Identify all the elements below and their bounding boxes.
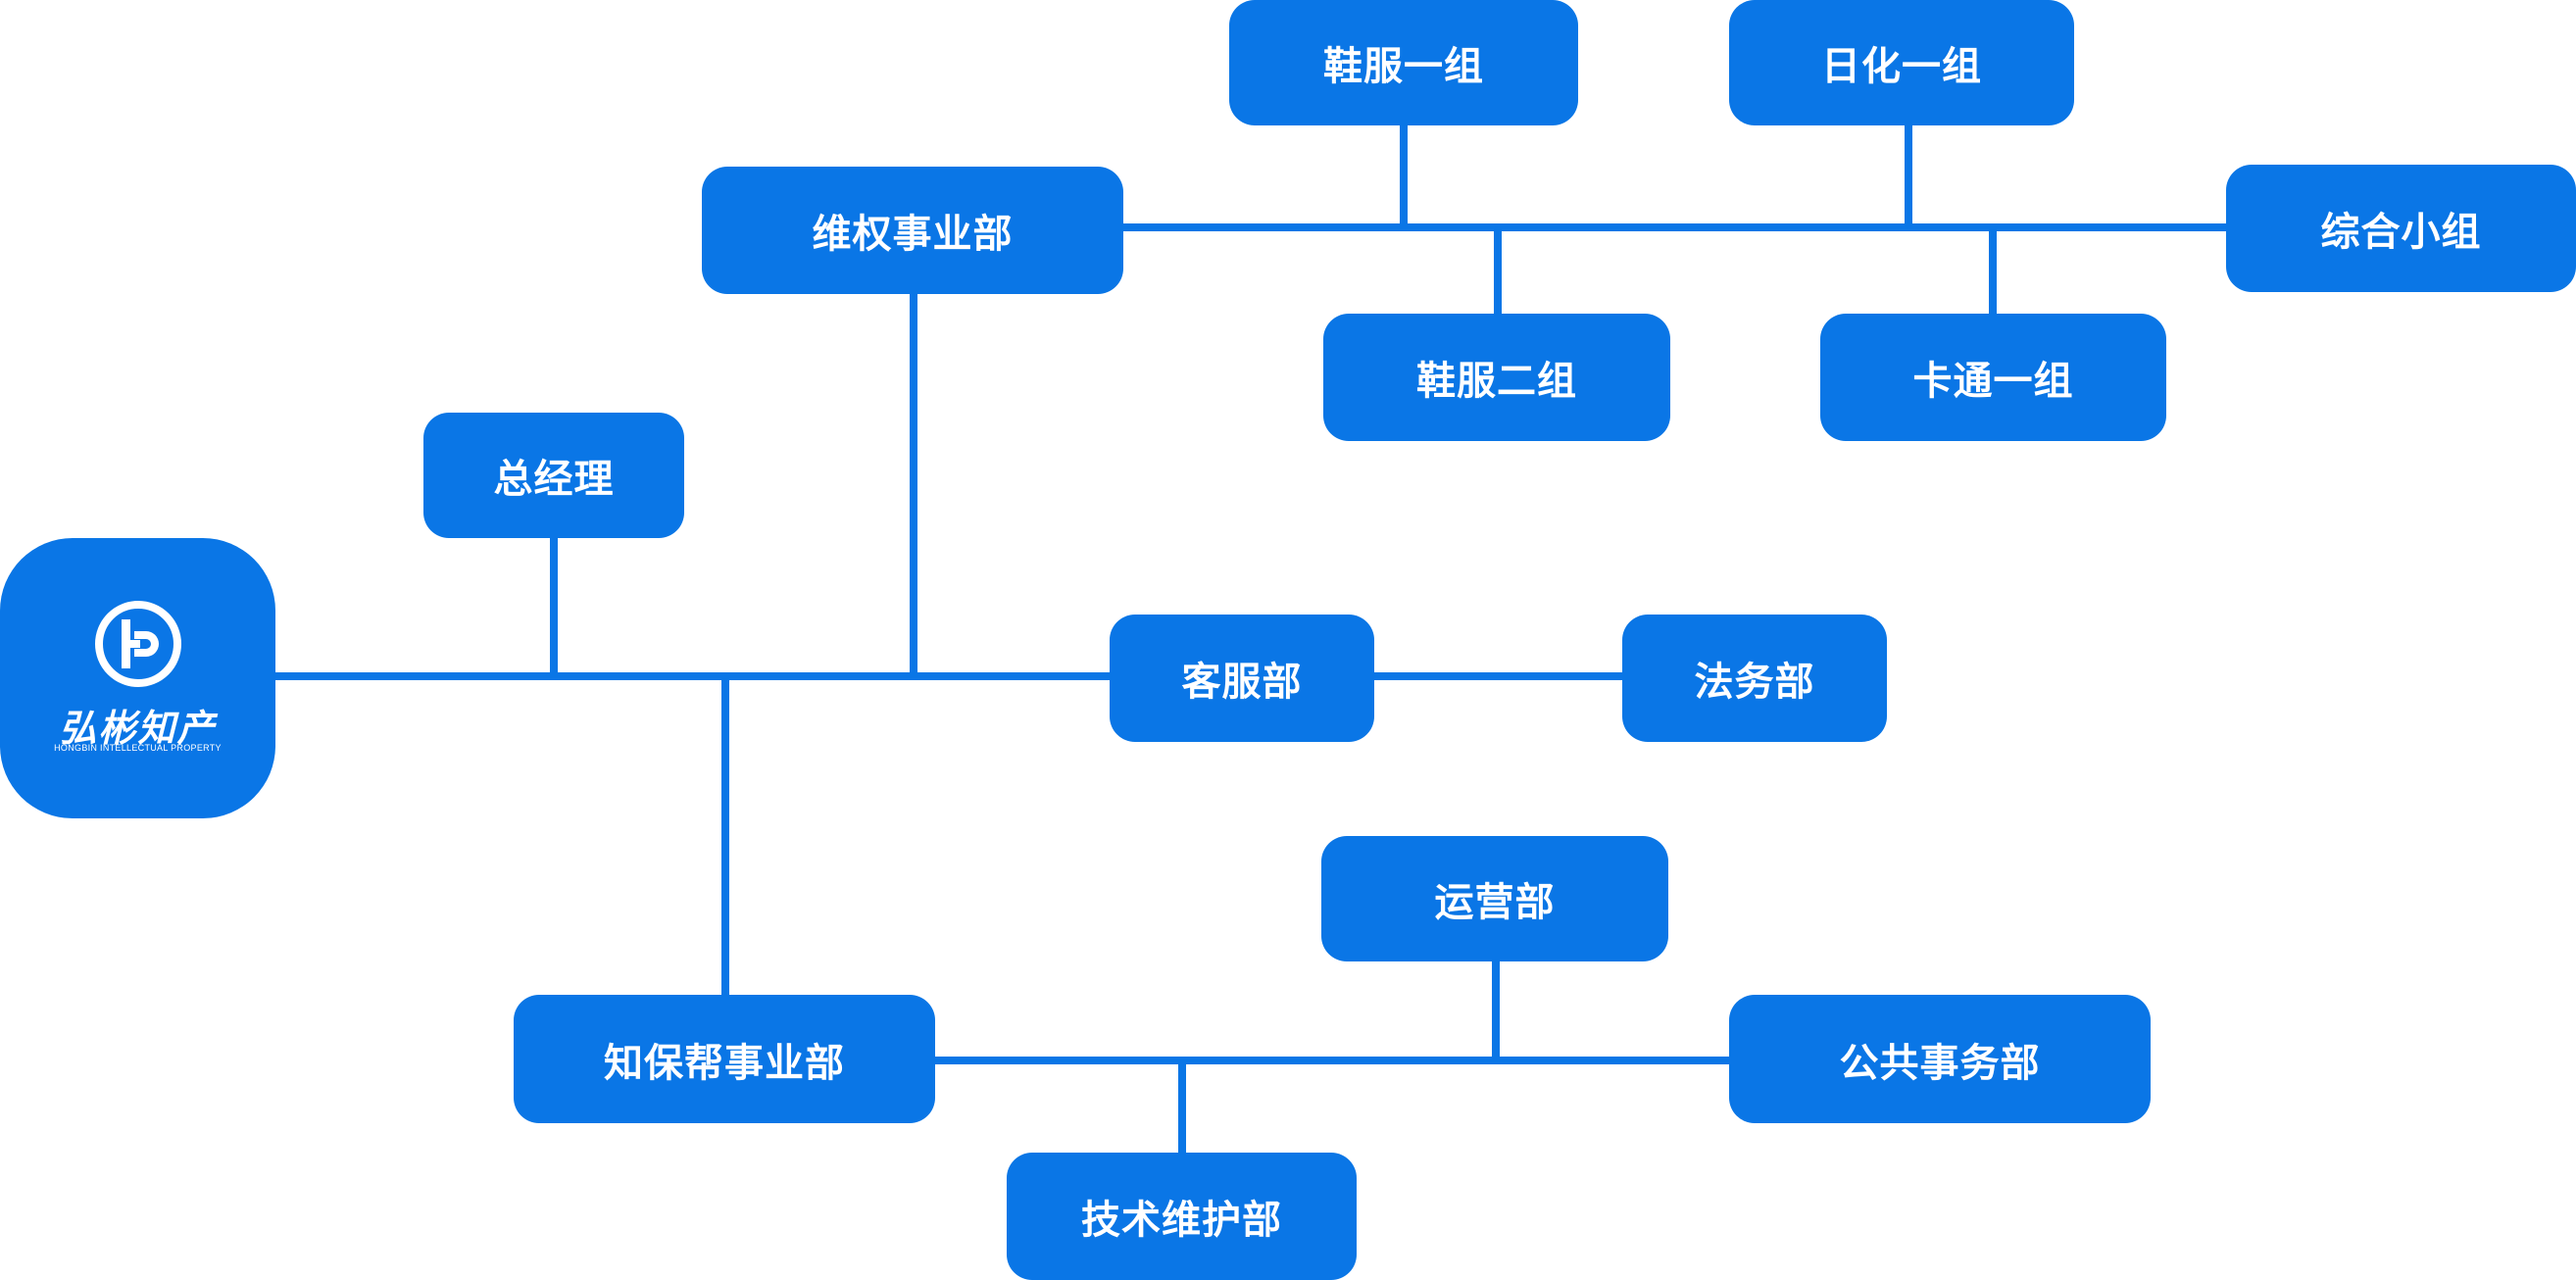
node-shoes-group-1: 鞋服一组 [1229,0,1578,125]
node-public-affairs: 公共事务部 [1729,995,2151,1123]
node-general-group: 综合小组 [2226,165,2576,292]
node-general-manager: 总经理 [423,413,684,538]
company-name: 弘彬知产 [59,707,217,750]
node-operations: 运营部 [1321,836,1668,961]
company-logo-node [0,538,275,818]
hongbin-logo-icon [95,601,181,687]
node-legal: 法务部 [1622,615,1887,742]
company-english-name: HONGBIN INTELLECTUAL PROPERTY [54,743,222,753]
node-cartoon-group-1: 卡通一组 [1820,314,2166,441]
node-zhibaobang: 知保帮事业部 [514,995,935,1123]
node-tech-maintenance: 技术维护部 [1007,1153,1357,1280]
node-daily-chem-group-1: 日化一组 [1729,0,2074,125]
node-customer-service: 客服部 [1110,615,1374,742]
node-rights-protection: 维权事业部 [702,167,1123,294]
node-shoes-group-2: 鞋服二组 [1323,314,1670,441]
